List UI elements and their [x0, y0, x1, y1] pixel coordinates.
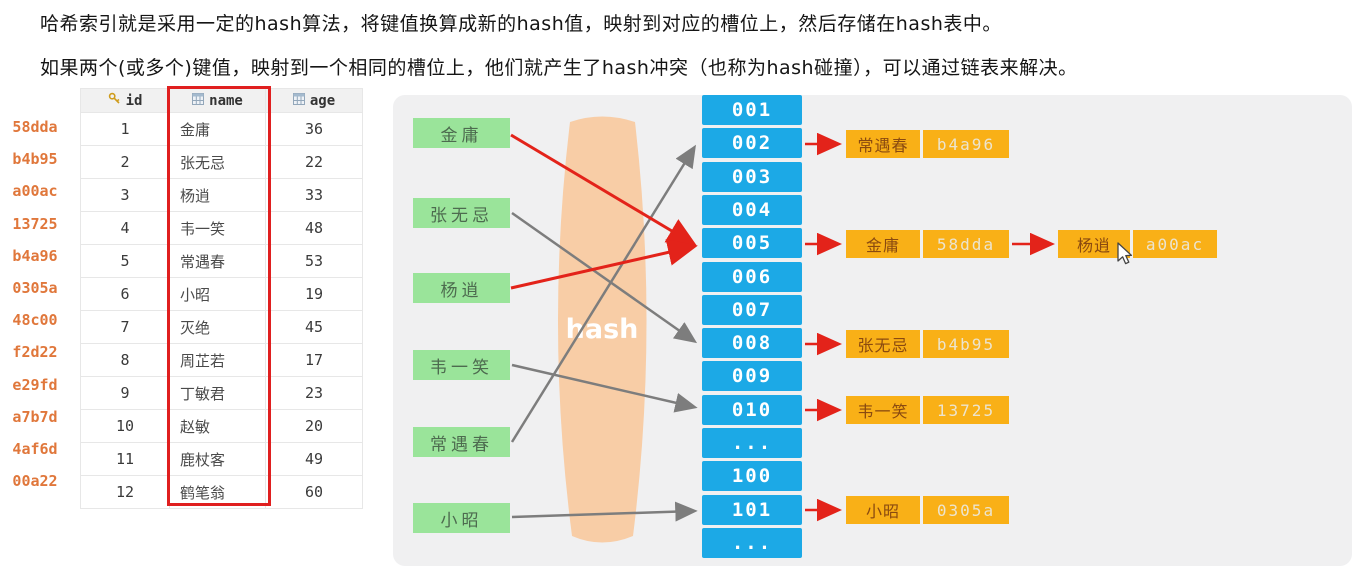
hash-slot: 100: [702, 461, 802, 491]
bucket-hash: 0305a: [923, 496, 1009, 524]
cell-name: 韦一笑: [169, 211, 266, 245]
column-header-id-label: id: [125, 92, 143, 109]
cell-age: 45: [265, 310, 363, 344]
bucket-name: 常遇春: [846, 130, 920, 158]
key-box: 常遇春: [413, 427, 510, 457]
key-box: 张无忌: [413, 198, 510, 228]
name-column-highlight: [167, 86, 271, 506]
hash-slot: 002: [702, 128, 802, 158]
cell-age: 36: [265, 112, 363, 146]
key-box: 杨逍: [413, 273, 510, 303]
hash-value: b4a96: [12, 246, 58, 265]
hash-slot: 003: [702, 162, 802, 192]
hash-value: 4af6d: [12, 439, 58, 458]
db-table: id name age: [80, 88, 363, 509]
bucket-name: 张无忌: [846, 330, 920, 358]
bucket-hash: 58dda: [923, 230, 1009, 258]
hash-slot: 006: [702, 262, 802, 292]
bucket-hash: b4b95: [923, 330, 1009, 358]
cell-age: 48: [265, 211, 363, 245]
table-header-row: id name age: [80, 88, 363, 113]
cell-name: 小昭: [169, 277, 266, 311]
hash-value: 00a22: [12, 472, 58, 491]
hash-function-label: hash: [565, 314, 639, 345]
hash-slot: ...: [702, 428, 802, 458]
cell-age: 60: [265, 475, 363, 509]
hash-slot: 008: [702, 328, 802, 358]
hash-slot: 001: [702, 95, 802, 125]
intro-line-2: 如果两个(或多个)键值，映射到一个相同的槽位上，他们就产生了hash冲突（也称为…: [40, 57, 1078, 79]
cell-age: 33: [265, 178, 363, 212]
cell-name: 灭绝: [169, 310, 266, 344]
cell-id: 7: [80, 310, 170, 344]
hash-value: 13725: [12, 214, 58, 233]
bucket-hash: 13725: [923, 396, 1009, 424]
hash-value: e29fd: [12, 375, 58, 394]
hash-value: 48c00: [12, 311, 58, 330]
hash-slot: 009: [702, 361, 802, 391]
cell-id: 11: [80, 442, 170, 476]
bucket-name: 小昭: [846, 496, 920, 524]
hash-value: f2d22: [12, 343, 58, 362]
bucket-hash: a00ac: [1133, 230, 1217, 258]
key-box: 金庸: [413, 118, 510, 148]
cell-id: 1: [80, 112, 170, 146]
cell-id: 3: [80, 178, 170, 212]
hash-value: b4b95: [12, 150, 58, 169]
bucket-hash: b4a96: [923, 130, 1009, 158]
cell-id: 4: [80, 211, 170, 245]
column-header-age-label: age: [309, 92, 336, 109]
hash-value: a7b7d: [12, 407, 58, 426]
cell-name: 周芷若: [169, 343, 266, 377]
hash-slot: 101: [702, 495, 802, 525]
hash-value: 58dda: [12, 118, 58, 136]
cell-age: 53: [265, 244, 363, 278]
cell-id: 9: [80, 376, 170, 410]
cell-id: 6: [80, 277, 170, 311]
bucket-name: 金庸: [846, 230, 920, 258]
hash-value: 0305a: [12, 278, 58, 297]
key-box: 韦一笑: [413, 350, 510, 380]
cell-age: 17: [265, 343, 363, 377]
column-header-name-label: name: [209, 92, 243, 109]
hash-slot: 004: [702, 195, 802, 225]
cell-age: 20: [265, 409, 363, 443]
hash-slot: 010: [702, 395, 802, 425]
hash-slot: ...: [702, 528, 802, 558]
cell-name: 鹿杖客: [169, 442, 266, 476]
key-icon: [108, 92, 121, 109]
hash-value-rail: 58dda b4b95 a00ac 13725 b4a96 0305a 48c0…: [2, 111, 68, 497]
mouse-cursor-icon: [1117, 242, 1133, 265]
cell-id: 10: [80, 409, 170, 443]
hash-value: a00ac: [12, 182, 58, 201]
column-header-name: name: [169, 88, 266, 113]
hash-slot: 007: [702, 295, 802, 325]
cell-age: 49: [265, 442, 363, 476]
hash-slot: 005: [702, 228, 802, 258]
table-column-icon: [292, 92, 305, 109]
column-header-age: age: [265, 88, 363, 113]
cell-age: 23: [265, 376, 363, 410]
key-box: 小昭: [413, 503, 510, 533]
table-column-icon: [192, 92, 205, 109]
bucket-name: 韦一笑: [846, 396, 920, 424]
cell-name: 杨逍: [169, 178, 266, 212]
intro-line-1: 哈希索引就是采用一定的hash算法，将键值换算成新的hash值，映射到对应的槽位…: [40, 13, 1002, 35]
